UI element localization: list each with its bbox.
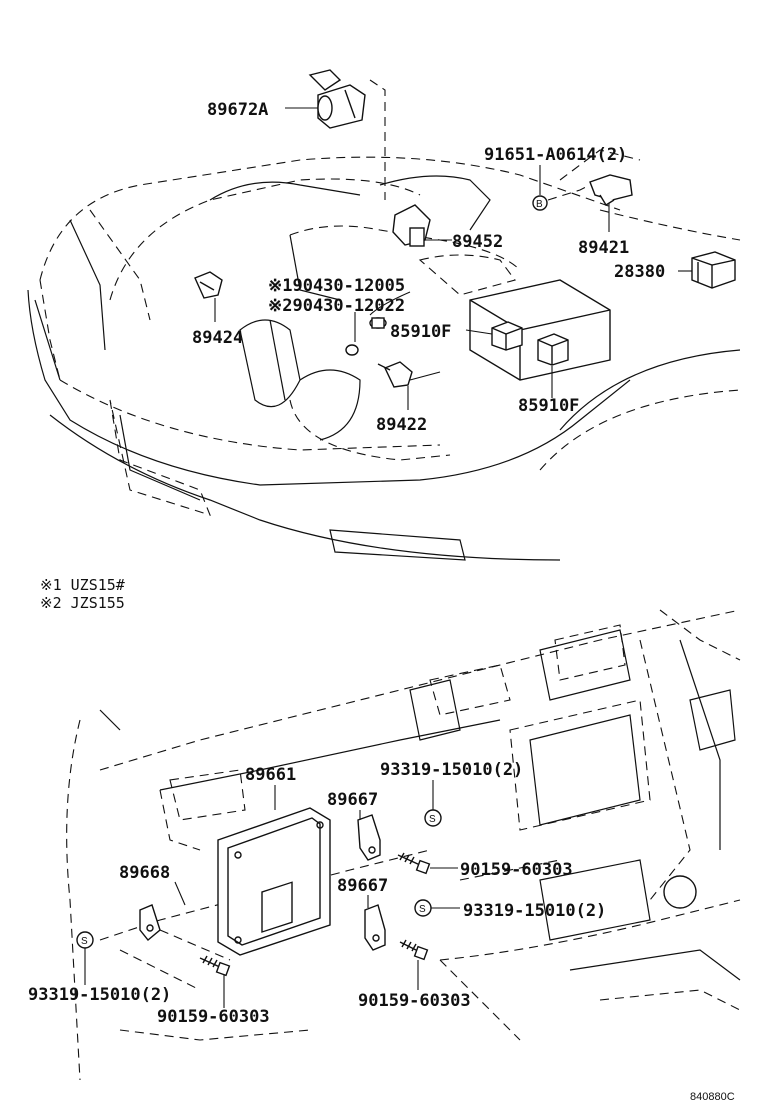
svg-text:S: S <box>419 904 426 915</box>
engine-bay-outline <box>27 149 741 561</box>
part-labels: 89672A 91651-A0614(2) 89452 89421 28380 … <box>28 100 665 1027</box>
clip-93319-c: S <box>414 899 460 917</box>
label-89452: 89452 <box>452 232 503 252</box>
sensor-89672A <box>285 69 386 200</box>
label-85910F-b: 85910F <box>518 396 579 416</box>
bolt-91651: B <box>532 165 591 211</box>
label-90430-1: ※190430-12005 <box>268 276 405 296</box>
label-93319-a: 93319-15010(2) <box>380 760 523 780</box>
label-93319-c: 93319-15010(2) <box>28 985 171 1005</box>
diagram-reference-code: 840880C <box>690 1091 735 1103</box>
note-jzs155: ※2 JZS155 <box>40 594 125 612</box>
label-89661: 89661 <box>245 765 296 785</box>
relay-28380 <box>678 251 736 289</box>
model-notes: ※1 UZS15# ※2 JZS155 <box>40 576 125 612</box>
relay-85910F-a <box>465 321 523 351</box>
label-90159-b: 90159-60303 <box>157 1007 270 1027</box>
label-89424: 89424 <box>192 328 243 348</box>
label-93319-b: 93319-15010(2) <box>463 901 606 921</box>
sensor-89421 <box>589 174 633 232</box>
label-89667-b: 89667 <box>337 876 388 896</box>
clip-93319-a: S <box>76 931 94 985</box>
bolt-90159-c <box>399 939 429 990</box>
label-91651: 91651-A0614(2) <box>484 145 627 165</box>
label-28380: 28380 <box>614 262 665 282</box>
label-85910F-a: 85910F <box>390 322 451 342</box>
bolt-90159-a <box>397 852 458 875</box>
washer-90430 <box>345 291 411 356</box>
sensor-89424 <box>194 271 223 322</box>
label-89421: 89421 <box>578 238 629 258</box>
note-uzs15: ※1 UZS15# <box>40 576 125 594</box>
label-90159-c: 90159-60303 <box>358 991 471 1011</box>
label-89668: 89668 <box>119 863 170 883</box>
label-90430-2: ※290430-12022 <box>268 296 405 316</box>
label-89422: 89422 <box>376 415 427 435</box>
svg-text:B: B <box>536 199 543 210</box>
svg-text:S: S <box>81 936 88 947</box>
relay-85910F-b <box>537 333 569 398</box>
label-90159-a: 90159-60303 <box>460 860 573 880</box>
sensor-89452 <box>392 204 452 247</box>
clip-93319-b: S <box>424 780 442 827</box>
dashboard-outline <box>66 609 741 1081</box>
bracket-89667-a <box>357 810 381 861</box>
ecu-89661 <box>217 785 331 956</box>
sensor-89422 <box>377 361 441 410</box>
svg-text:S: S <box>429 814 436 825</box>
bracket-89668 <box>139 881 186 941</box>
label-89672A: 89672A <box>207 100 268 120</box>
label-89667-a: 89667 <box>327 790 378 810</box>
bolt-90159-b <box>199 955 231 1008</box>
bracket-89667-b <box>364 895 386 951</box>
